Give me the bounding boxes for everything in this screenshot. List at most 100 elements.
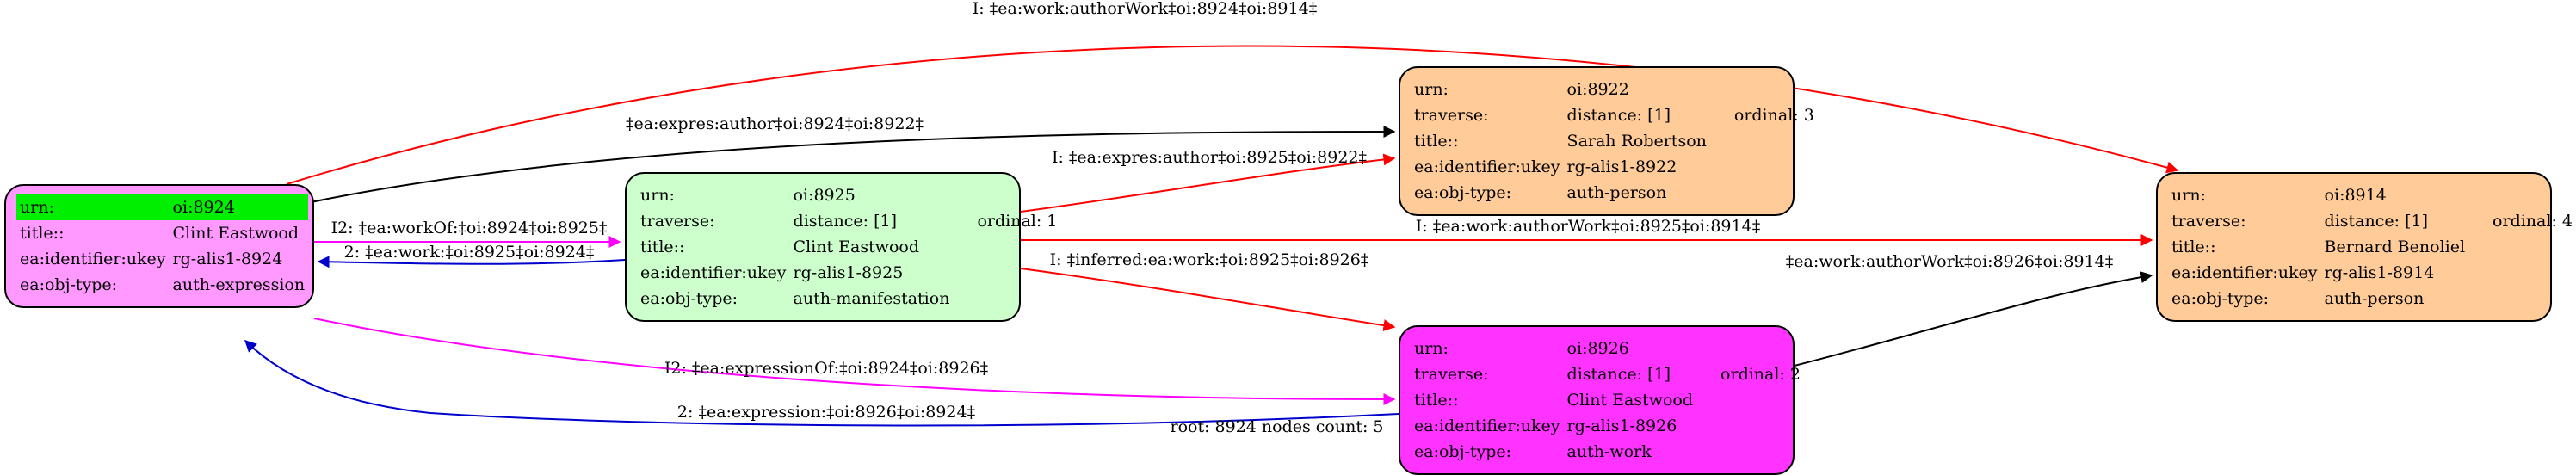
- field-value: Bernard Benoliel: [2324, 238, 2466, 256]
- field-row: title::Clint Eastwood: [16, 220, 308, 246]
- edge-e8[interactable]: I2: ‡ea:expressionOf:‡oi:8924‡oi:8926‡: [313, 318, 1396, 405]
- field-row: urn: oi:8914: [2168, 182, 2576, 208]
- field-value: Clint Eastwood: [793, 238, 920, 256]
- edge-label: I: ‡inferred:ea:work:‡oi:8925‡oi:8926‡: [1050, 250, 1369, 269]
- field-key: urn:: [2171, 186, 2206, 205]
- field-row: urn:oi:8924: [16, 194, 309, 220]
- edge-line: [1020, 153, 1396, 213]
- field-key: ea:identifier:ukey: [640, 263, 787, 282]
- field-row: title::Sarah Robertson: [1411, 128, 1818, 154]
- field-value: oi:8922: [1566, 80, 1629, 99]
- edge-label: I2: ‡ea:expressionOf:‡oi:8924‡oi:8926‡: [664, 359, 988, 378]
- field-value: distance: [1]: [2324, 212, 2428, 231]
- field-key: urn:: [1414, 339, 1449, 358]
- edge-e2[interactable]: ‡ea:expres:author‡oi:8924‡oi:8922‡: [286, 114, 1396, 208]
- edge-label: ‡ea:expres:author‡oi:8924‡oi:8922‡: [626, 114, 924, 133]
- edge-e5[interactable]: I: ‡ea:expres:author‡oi:8925‡oi:8922‡: [1020, 148, 1396, 213]
- field-row: urn:oi:8925: [637, 182, 1060, 208]
- field-value: rg-alis1-8922: [1566, 157, 1677, 176]
- edge-e3[interactable]: I2: ‡ea:workOf:‡oi:8924‡oi:8925‡: [314, 219, 621, 248]
- field-key: title::: [1414, 391, 1459, 410]
- edge-e6[interactable]: I: ‡ea:work:authorWork‡oi:8925‡oi:8914‡: [1021, 217, 2153, 246]
- node-oi-8922[interactable]: urn: oi:8922 traverse: distance: [1] ordinal…: [1399, 66, 1814, 216]
- edge-label: ‡ea:work:authorWork‡oi:8926‡oi:8914‡: [1786, 252, 2113, 271]
- field-value: auth-work: [1566, 442, 1652, 461]
- field-value: auth-person: [1566, 183, 1667, 202]
- edge-label: I: ‡ea:work:authorWork‡oi:8925‡oi:8914‡: [1416, 217, 1760, 236]
- node-fields: urn:oi:8925 traverse: distance: [1] ordinal…: [637, 182, 1060, 312]
- edge-label: I2: ‡ea:workOf:‡oi:8924‡oi:8925‡: [331, 219, 608, 238]
- field-value: Sarah Robertson: [1566, 132, 1707, 151]
- field-key: ea:obj-type:: [20, 275, 118, 294]
- field-row: ea:identifier:ukey rg-alis1-8914: [2168, 260, 2576, 286]
- edge-line: [286, 45, 2179, 185]
- field-value: Clint Eastwood: [1566, 391, 1694, 410]
- field-value: distance: [1]: [793, 212, 897, 231]
- edge-line: [313, 318, 1396, 405]
- field-key: ea:identifier:ukey: [20, 250, 166, 268]
- field-ordinal: ordinal: 2: [1720, 365, 1801, 384]
- field-row: title::Clint Eastwood: [637, 234, 1060, 260]
- field-row: ea:identifier:ukey rg-alis1-8922: [1411, 154, 1818, 180]
- field-value: Clint Eastwood: [172, 224, 300, 243]
- field-row: ea:identifier:ukey rg-alis1-8925: [637, 260, 1060, 286]
- field-row: title::Bernard Benoliel: [2168, 234, 2576, 260]
- node-oi-8925[interactable]: urn:oi:8925 traverse: distance: [1] ordinal…: [625, 172, 1057, 322]
- field-key: title::: [1414, 132, 1459, 151]
- field-key: title::: [20, 224, 65, 243]
- field-value: rg-alis1-8926: [1566, 416, 1677, 435]
- field-key: ea:identifier:ukey: [1414, 157, 1560, 176]
- edge-e1[interactable]: I: ‡ea:work:authorWork‡oi:8924‡oi:8914‡: [286, 0, 2179, 185]
- field-key: traverse:: [1414, 365, 1489, 384]
- field-ordinal: ordinal: 3: [1733, 106, 1814, 125]
- field-key: ea:obj-type:: [640, 289, 738, 308]
- field-row: ea:obj-type: auth-expression: [16, 272, 308, 298]
- edge-line: [244, 340, 1399, 427]
- edge-e10[interactable]: ‡ea:work:authorWork‡oi:8926‡oi:8914‡: [1786, 252, 2153, 367]
- field-key: title::: [640, 238, 685, 256]
- graph-canvas: I: ‡ea:work:authorWork‡oi:8924‡oi:8914‡ ‡…: [4, 0, 2573, 475]
- field-value: distance: [1]: [1566, 365, 1671, 384]
- field-value: rg-alis1-8925: [793, 263, 904, 282]
- node-oi-8926[interactable]: urn: oi:8926 traverse: distance: [1] ordinal…: [1399, 325, 1801, 475]
- field-ordinal: ordinal: 1: [977, 212, 1058, 231]
- field-key: urn:: [16, 194, 170, 220]
- node-fields: urn: oi:8922 traverse: distance: [1] ordinal…: [1411, 77, 1818, 206]
- edge-label: 2: ‡ea:expression:‡oi:8926‡oi:8924‡: [677, 403, 975, 422]
- field-row: traverse: distance: [1] ordinal: 3: [1411, 102, 1818, 128]
- edge-e9[interactable]: 2: ‡ea:expression:‡oi:8926‡oi:8924‡: [244, 340, 1399, 427]
- field-value: auth-person: [2324, 289, 2425, 308]
- edge-line: [286, 126, 1396, 208]
- field-key: ea:obj-type:: [1414, 183, 1512, 202]
- field-value: auth-expression: [172, 275, 306, 294]
- edge-layer: I: ‡ea:work:authorWork‡oi:8924‡oi:8914‡ ‡…: [244, 0, 2179, 427]
- graph-footer: root: 8924 nodes count: 5: [1170, 417, 1384, 436]
- field-key: urn:: [1414, 80, 1449, 99]
- field-value: oi:8926: [1566, 339, 1629, 358]
- field-key: traverse:: [640, 212, 715, 231]
- edge-line: [1794, 271, 2153, 367]
- edge-label: I: ‡ea:expres:author‡oi:8925‡oi:8922‡: [1052, 148, 1367, 167]
- edge-e7[interactable]: I: ‡inferred:ea:work:‡oi:8925‡oi:8926‡: [1020, 250, 1396, 332]
- field-value: oi:8914: [2324, 186, 2387, 205]
- edge-label: 2: ‡ea:work:‡oi:8925‡oi:8924‡: [344, 243, 595, 262]
- field-value: auth-manifestation: [793, 289, 950, 308]
- field-value: distance: [1]: [1566, 106, 1671, 125]
- edge-line: [317, 256, 626, 268]
- field-key: title::: [2171, 238, 2216, 256]
- field-row: urn: oi:8922: [1411, 77, 1818, 102]
- field-row: ea:obj-type: auth-person: [1411, 180, 1818, 206]
- field-row: traverse: distance: [1] ordinal: 1: [637, 208, 1060, 234]
- edge-e4[interactable]: 2: ‡ea:work:‡oi:8925‡oi:8924‡: [317, 243, 626, 268]
- field-value: rg-alis1-8914: [2324, 263, 2435, 282]
- field-key: ea:identifier:ukey: [2171, 263, 2318, 282]
- edge-label: I: ‡ea:work:authorWork‡oi:8924‡oi:8914‡: [973, 0, 1317, 18]
- field-row: ea:obj-type:auth-person: [2168, 286, 2576, 312]
- field-key: traverse:: [1414, 106, 1489, 125]
- field-key: traverse:: [2171, 212, 2246, 231]
